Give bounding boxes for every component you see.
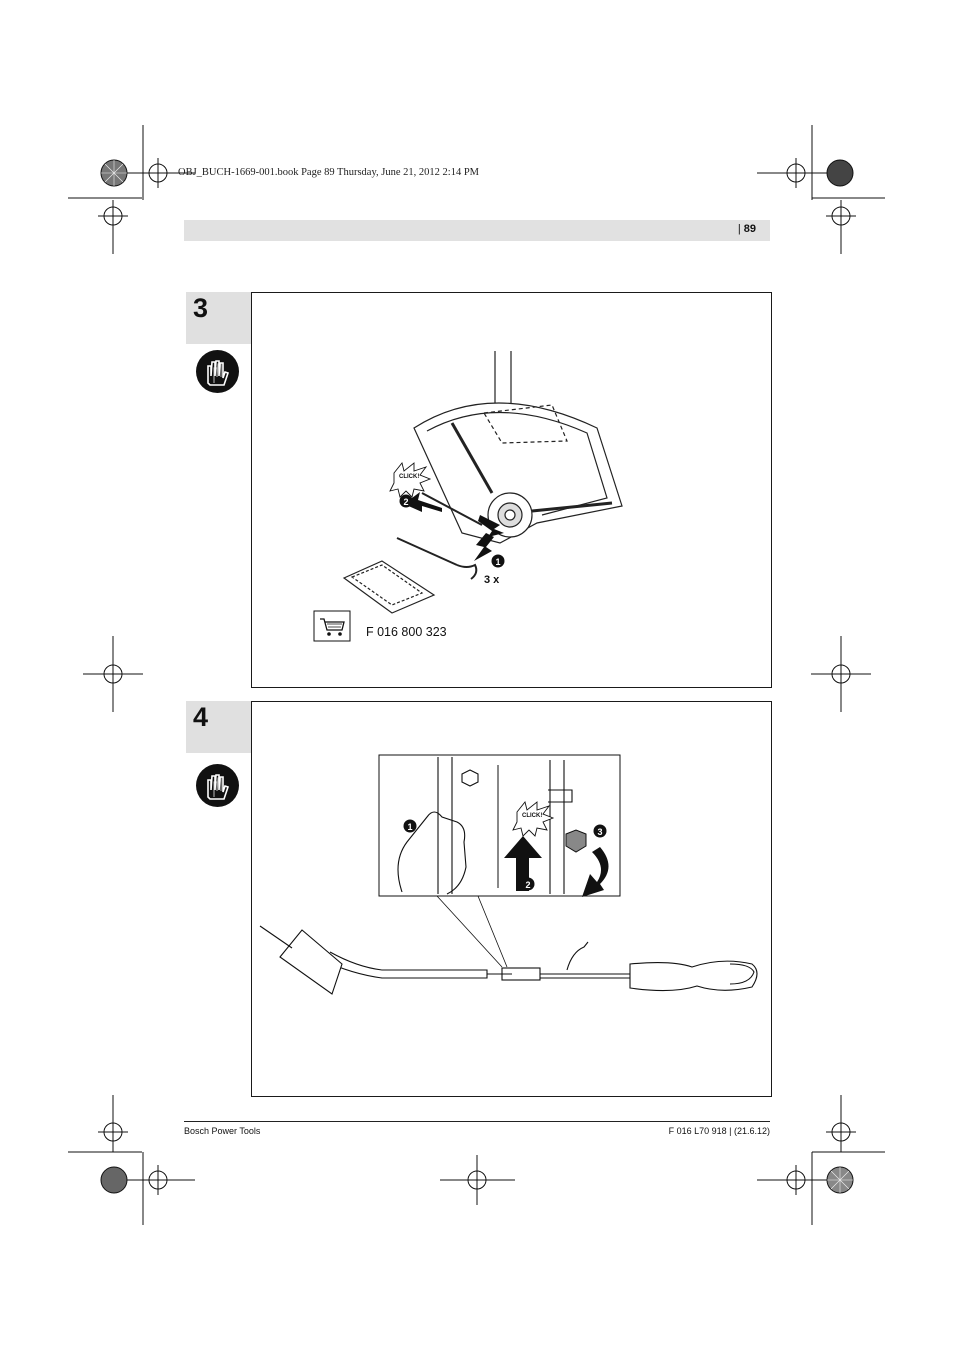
callout-2-label: 2: [403, 497, 409, 507]
footer-rule: [184, 1121, 770, 1122]
step-4-panel: 1 2 3 CLICK!: [251, 701, 772, 1097]
step-3-tab: 3: [186, 292, 251, 344]
push-arrow-icon: [478, 515, 504, 537]
callout-1-icon: [491, 554, 505, 568]
click-burst-icon: [512, 801, 555, 837]
step-4-number: 4: [193, 702, 209, 732]
push-up-arrow-icon: [504, 836, 542, 891]
callout-2-icon: [521, 877, 535, 891]
callout-3-icon: [593, 824, 607, 838]
callout-2-icon: [399, 494, 413, 508]
print-info-line: OBJ_BUCH-1669-001.book Page 89 Thursday,…: [178, 167, 479, 178]
click-burst-icon: [389, 462, 432, 498]
page-number: |89: [737, 223, 756, 235]
callout-1-icon: [403, 819, 417, 833]
footer-doc-id: F 016 L70 918 | (21.6.12): [668, 1126, 770, 1136]
click-label: CLICK!: [522, 813, 543, 819]
click-label: CLICK!: [399, 474, 420, 480]
gloves-icon: [196, 764, 239, 807]
quantity-label: 3 x: [484, 574, 500, 586]
assembly-illustration: [259, 754, 758, 995]
insert-arrow-icon: [404, 492, 442, 512]
page-header-bar: |89: [184, 220, 770, 241]
shopping-cart-icon: [316, 613, 348, 639]
callout-3-label: 3: [597, 827, 603, 837]
part-number: F 016 800 323: [366, 625, 447, 639]
footer-brand: Bosch Power Tools: [184, 1126, 261, 1136]
callout-1-label: 1: [407, 822, 413, 832]
callout-2-label: 2: [525, 880, 531, 890]
page-number-value: 89: [743, 223, 756, 235]
callout-1-label: 1: [495, 557, 501, 567]
detail-inset: [378, 754, 621, 897]
rotate-arrow-icon: [582, 847, 609, 897]
step-3-panel: 2 1 CLICK! 3 x: [251, 292, 772, 688]
step-4-tab: 4: [186, 701, 251, 753]
guard-illustration: [313, 351, 623, 642]
step-3-number: 3: [193, 293, 209, 323]
gloves-icon: [196, 350, 239, 393]
